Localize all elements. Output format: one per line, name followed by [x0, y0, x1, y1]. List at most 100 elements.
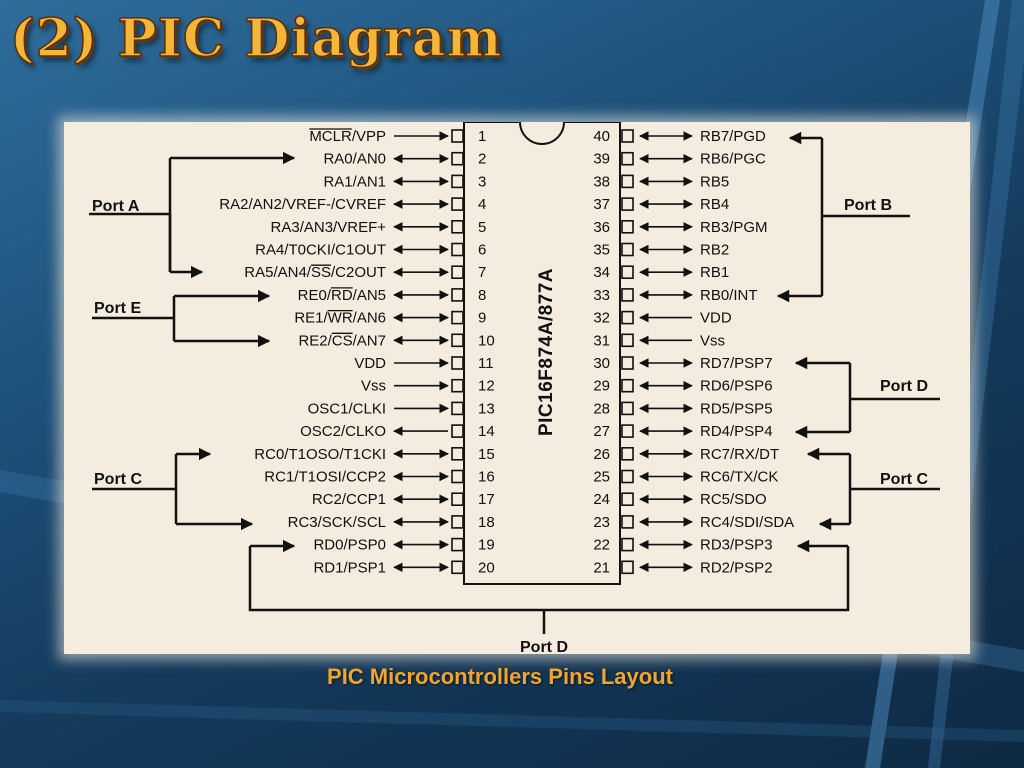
pin-pad: [621, 310, 634, 325]
port-c-left-bracket: [92, 447, 254, 531]
pin-number: 21: [593, 559, 610, 576]
pin-number: 12: [478, 378, 495, 395]
pin-number: 24: [593, 491, 610, 508]
pin-pad: [451, 310, 464, 325]
pin-pad: [451, 174, 464, 189]
pin-pad: [451, 356, 464, 370]
port-b-bracket: [776, 131, 910, 303]
pin-label: RD5/PSP5: [700, 400, 773, 417]
left-pin-9: 9 RE1/WR/AN6: [294, 310, 486, 327]
pin-label: RC3/SCK/SCL: [288, 514, 386, 531]
port-b-label: Port B: [844, 197, 892, 214]
pin-number: 13: [478, 400, 495, 417]
pin-pad: [451, 515, 464, 529]
pin-label: RD6/PSP6: [700, 378, 773, 395]
pin-label: RC6/TX/CK: [700, 469, 778, 486]
pin-label: RB7/PGD: [700, 128, 766, 145]
pin-number: 8: [478, 287, 486, 304]
pin-number: 19: [478, 537, 495, 554]
chip-part-number: PIC16F874A/877A: [536, 268, 557, 436]
port-c-left-label: Port C: [94, 471, 142, 488]
pin-label: RC0/T1OSO/T1CKI: [254, 446, 386, 463]
pin-pad: [621, 537, 634, 552]
pin-pad: [621, 129, 634, 143]
pin-label: RC1/T1OSI/CCP2: [264, 469, 386, 486]
pin-label: RA1/AN1: [323, 173, 386, 190]
pin-number: 11: [478, 355, 494, 372]
pin-number: 27: [593, 423, 610, 440]
port-d-bottom-bracket: [248, 539, 850, 634]
pin-pad: [621, 242, 634, 257]
slide-caption: PIC Microcontrollers Pins Layout: [327, 664, 673, 689]
pin-label: Vss: [700, 332, 725, 349]
pin-label: RD1/PSP1: [313, 559, 386, 576]
pin-label: RD4/PSP4: [700, 423, 773, 440]
pin-pad: [451, 424, 464, 438]
pin-number: 40: [593, 128, 610, 145]
pin-label: RC5/SDO: [700, 491, 767, 508]
pin-label: RB2: [700, 242, 729, 259]
pin-pad: [621, 560, 634, 575]
pin-number: 36: [593, 219, 610, 236]
pin-number: 28: [593, 400, 610, 417]
right-pin-40: 40 RB7/PGD: [593, 128, 766, 145]
pin-label: RE1/WR/AN6: [294, 310, 386, 327]
pin-pad: [621, 378, 634, 393]
pin-number: 18: [478, 514, 495, 531]
pin-pad: [451, 560, 464, 575]
port-c-right-label: Port C: [880, 471, 928, 488]
pin-pad: [621, 401, 634, 416]
pin-pad: [621, 333, 634, 348]
pin-pad: [451, 378, 464, 393]
pin-pad: [451, 537, 464, 552]
pin-number: 30: [593, 355, 610, 372]
pin-number: 2: [478, 151, 486, 168]
pin-pad: [621, 197, 634, 211]
pin-pad: [621, 220, 634, 234]
pin-label: OSC2/CLKO: [300, 423, 386, 440]
pin-number: 15: [478, 446, 495, 463]
pin-label: VDD: [700, 310, 732, 327]
port-d-right-bracket: [794, 356, 940, 439]
pin-pad: [621, 515, 634, 529]
pin-label: RE0/RD/AN5: [298, 287, 386, 304]
pin-pad: [621, 424, 634, 438]
pin-label: RC4/SDI/SDA: [700, 514, 794, 531]
pin-pad: [451, 469, 464, 484]
left-pin-18: 18 RC3/SCK/SCL: [288, 514, 495, 531]
pin-pad: [451, 446, 464, 461]
pin-number: 17: [478, 491, 495, 508]
pin-label: RB0/INT: [700, 287, 758, 304]
pin-label: RD0/PSP0: [313, 537, 386, 554]
pinout-diagram: PIC16F874A/877A 1MCLR/VPP2RA0/AN03RA1/AN…: [89, 122, 940, 654]
pin-label: RE2/CS/AN7: [298, 332, 386, 349]
pin-number: 33: [593, 287, 610, 304]
pin-label: RB6/PGC: [700, 151, 766, 168]
pin-pad: [621, 492, 634, 507]
pin-number: 6: [478, 242, 486, 259]
pin-number: 9: [478, 310, 486, 327]
pin-number: 26: [593, 446, 610, 463]
pin-pad: [451, 220, 464, 234]
